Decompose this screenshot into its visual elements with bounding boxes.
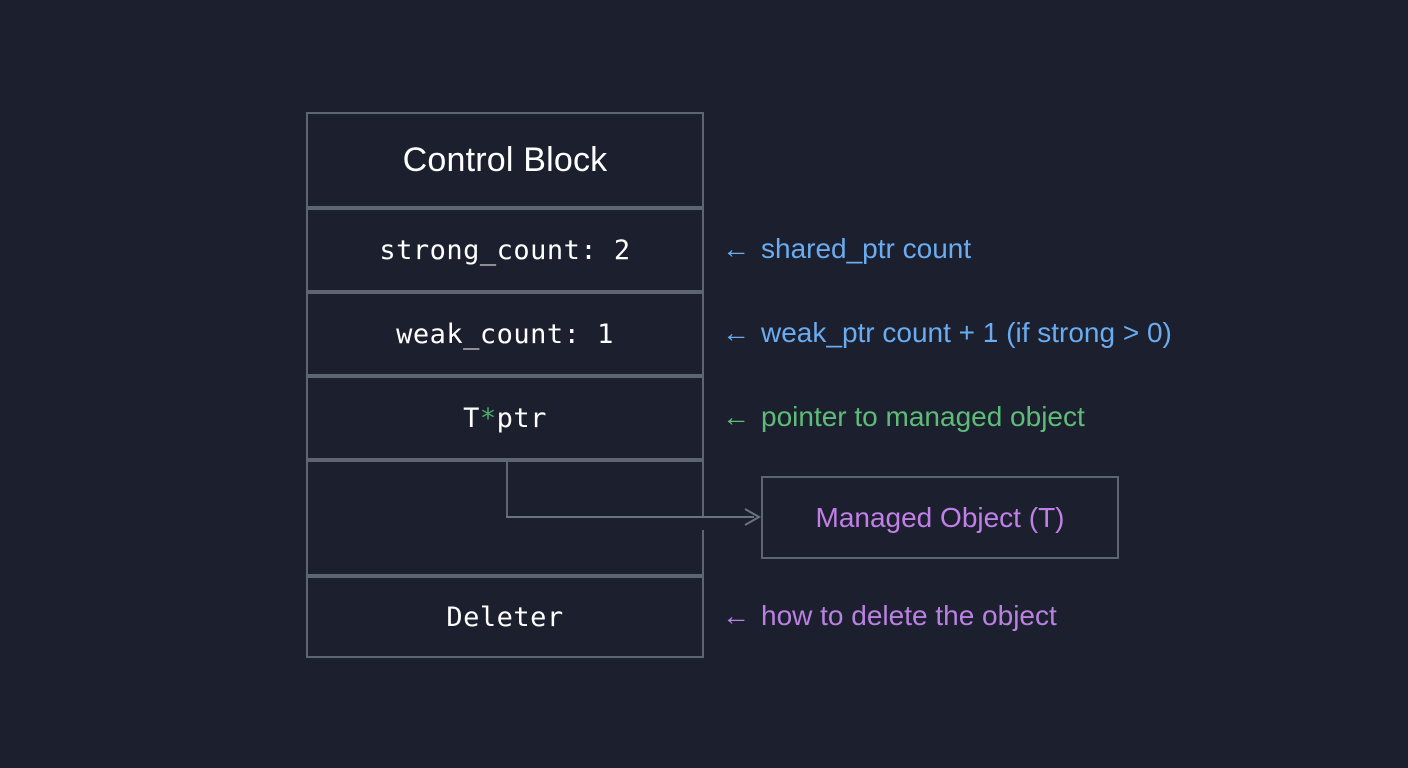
annotation-weak-count-text: weak_ptr count + 1 (if strong > 0) [761,317,1172,348]
connector-line [506,516,754,518]
left-arrow-icon: ← [722,600,750,631]
control-block-row-ptr: T* ptr [306,376,704,460]
ptr-star-glyph: * [479,402,497,434]
ptr-type-label: T [463,402,480,434]
left-arrow-icon: ← [722,401,750,432]
control-block-row-weak-count: weak_count: 1 [306,292,704,376]
annotation-ptr: ← pointer to managed object [722,401,1085,433]
annotation-strong-count: ← shared_ptr count [722,233,971,265]
control-block-row-strong-count: strong_count: 2 [306,208,704,292]
annotation-ptr-text: pointer to managed object [761,401,1085,432]
chevron-right-icon [744,508,762,526]
ptr-name-label: ptr [496,402,547,434]
managed-object-box: Managed Object (T) [761,476,1119,559]
annotation-deleter: ← how to delete the object [722,600,1057,632]
left-arrow-icon: ← [722,233,750,264]
annotation-deleter-text: how to delete the object [761,600,1057,631]
left-arrow-icon: ← [722,317,750,348]
control-block-header: Control Block [306,112,704,208]
control-block-row-ptr-slot [306,460,704,576]
annotation-weak-count: ← weak_ptr count + 1 (if strong > 0) [722,317,1172,349]
control-block-row-deleter: Deleter [306,576,704,658]
ptr-inner-cell [506,460,704,518]
annotation-strong-count-text: shared_ptr count [761,233,972,264]
slot-right-border-bottom [702,530,704,576]
